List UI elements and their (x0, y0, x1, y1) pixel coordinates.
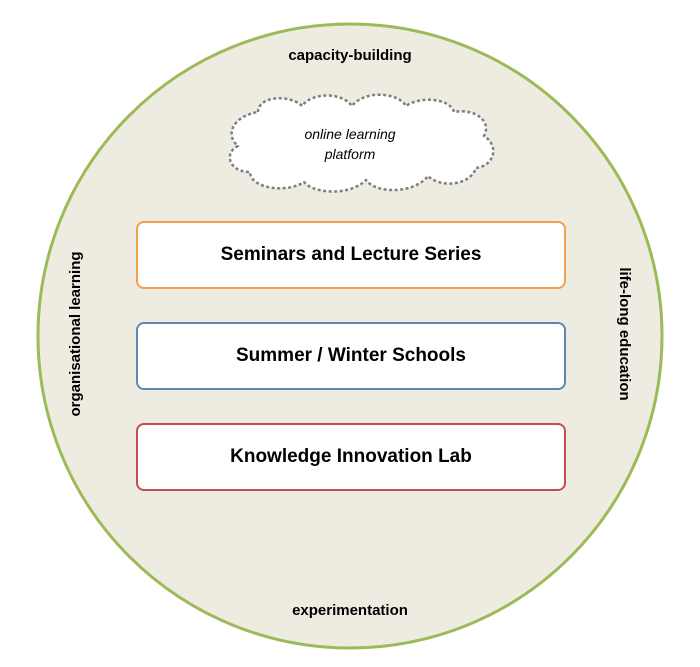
label-organisational-learning: organisational learning (67, 251, 84, 416)
label-experimentation: experimentation (292, 602, 408, 619)
box-summer-winter-schools: Summer / Winter Schools (136, 322, 566, 390)
cloud-label-line1: online learning (304, 126, 395, 142)
cloud-label-line2: platform (324, 146, 376, 162)
box-knowledge-innovation-lab: Knowledge Innovation Lab (136, 423, 566, 491)
box-knowledge-innovation-lab-label: Knowledge Innovation Lab (230, 446, 472, 467)
box-seminars: Seminars and Lecture Series (136, 221, 566, 289)
label-life-long-education: life-long education (616, 267, 633, 400)
cloud-shape: online learning platform (228, 93, 495, 193)
box-summer-winter-schools-label: Summer / Winter Schools (236, 345, 466, 366)
label-capacity-building: capacity-building (288, 47, 411, 64)
box-seminars-label: Seminars and Lecture Series (220, 244, 482, 265)
